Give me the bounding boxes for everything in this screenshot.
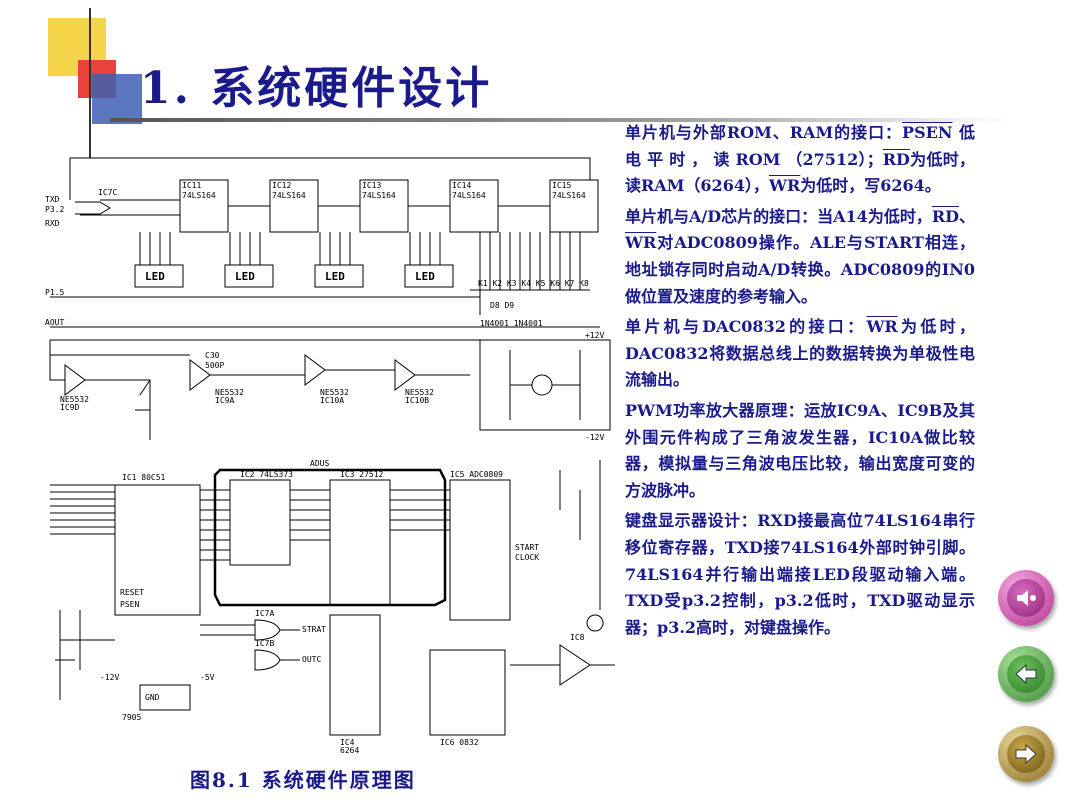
svg-text:IC2 74LS373: IC2 74LS373 (240, 470, 293, 479)
svg-text:RXD: RXD (45, 219, 60, 228)
paragraph-text: 单片机与A/D芯片的接口：当A14为低时， (625, 206, 932, 226)
svg-text:74LS164: 74LS164 (452, 191, 486, 200)
svg-text:LED: LED (235, 270, 255, 283)
svg-text:IC8: IC8 (570, 633, 585, 642)
svg-text:IC14: IC14 (452, 181, 471, 190)
hardware-schematic: IC7C IC11 IC12 IC13 IC14 IC15 74LS164 74LS164… (45, 157, 615, 755)
svg-text:-12V: -12V (100, 673, 119, 682)
description-paragraph: PWM功率放大器原理：运放IC9A、IC9B及其外围元件构成了三角波发生器，IC… (625, 398, 975, 504)
svg-text:IC7C: IC7C (98, 188, 117, 197)
svg-text:OUTC: OUTC (302, 655, 321, 664)
svg-text:STRAT: STRAT (302, 625, 326, 634)
svg-text:GND: GND (145, 693, 160, 702)
svg-text:74LS164: 74LS164 (362, 191, 396, 200)
slide-title: 1. 系统硬件设计 (140, 63, 493, 114)
svg-text:P3.2: P3.2 (45, 205, 64, 214)
svg-text:TXD: TXD (45, 195, 60, 204)
overlined-signal: PSEN (902, 123, 953, 142)
sound-button[interactable] (998, 570, 1054, 626)
paragraph-text: 为低时，写6264。 (800, 176, 941, 196)
paragraph-text: PWM功率放大器原理：运放IC9A、IC9B及其外围元件构成了三角波发生器，IC… (625, 400, 975, 500)
svg-text:74LS164: 74LS164 (182, 191, 216, 200)
svg-text:NE5532: NE5532 (405, 388, 434, 397)
svg-text:IC3 27512: IC3 27512 (340, 470, 384, 479)
description-paragraph: 单片机与A/D芯片的接口：当A14为低时，RD、 WR对ADC0809操作。ALE… (625, 204, 975, 310)
svg-text:C30: C30 (205, 351, 220, 360)
overlined-signal: RD (931, 206, 959, 226)
description-panel: 单片机与外部ROM、RAM的接口：PSEN 低 电 平 时 ， 读 ROM （2… (625, 120, 975, 645)
description-paragraph: 单片机与外部ROM、RAM的接口：PSEN 低 电 平 时 ， 读 ROM （2… (625, 120, 975, 200)
svg-text:500P: 500P (205, 361, 224, 370)
svg-text:AOUT: AOUT (45, 318, 64, 327)
svg-text:IC4: IC4 (340, 738, 355, 747)
svg-text:IC10B: IC10B (405, 396, 429, 405)
svg-text:IC5 ADC0809: IC5 ADC0809 (450, 470, 503, 479)
svg-text:IC13: IC13 (362, 181, 381, 190)
svg-text:IC7A: IC7A (255, 609, 274, 618)
svg-text:IC10A: IC10A (320, 396, 344, 405)
svg-text:NE5532: NE5532 (215, 388, 244, 397)
svg-text:START: START (515, 543, 539, 552)
svg-text:RESET: RESET (120, 588, 144, 597)
svg-text:-12V: -12V (585, 433, 604, 442)
paragraph-text: 键盘显示器设计：RXD接最高位74LS164串行移位寄存器，TXD接74LS16… (625, 511, 975, 637)
svg-text:1N4001 1N4001: 1N4001 1N4001 (480, 319, 543, 328)
svg-text:IC12: IC12 (272, 181, 291, 190)
svg-text:NE5532: NE5532 (320, 388, 349, 397)
svg-text:6264: 6264 (340, 746, 359, 755)
svg-text:IC9A: IC9A (215, 396, 234, 405)
svg-text:P1.5: P1.5 (45, 288, 64, 297)
svg-text:NE5532: NE5532 (60, 395, 89, 404)
title-underline (110, 118, 1010, 122)
figure-caption: 图8.1 系统硬件原理图 (190, 768, 416, 792)
description-paragraph: 键盘显示器设计：RXD接最高位74LS164串行移位寄存器，TXD接74LS16… (625, 508, 975, 641)
arrow-right-icon (1007, 735, 1045, 773)
svg-text:D8 D9: D8 D9 (490, 301, 514, 310)
paragraph-text: 单片机与外部ROM、RAM的接口： (625, 123, 903, 142)
sound-icon (1007, 579, 1045, 617)
svg-text:LED: LED (145, 270, 165, 283)
paragraph-text: 、 (959, 206, 976, 226)
svg-text:IC11: IC11 (182, 181, 201, 190)
svg-text:PSEN: PSEN (120, 600, 139, 609)
paragraph-text: 为低时，DAC0832将数据总线上的数据转换为单极性电流输出。 (625, 317, 975, 390)
svg-text:74LS164: 74LS164 (272, 191, 306, 200)
paragraph-text: 低 电 平 时 ， 读 ROM （27512）； (625, 123, 975, 169)
svg-text:IC15: IC15 (552, 181, 571, 190)
svg-text:LED: LED (325, 270, 345, 283)
svg-text:IC7B: IC7B (255, 639, 274, 648)
svg-text:+12V: +12V (585, 331, 604, 340)
svg-text:IC1 80C51: IC1 80C51 (122, 473, 166, 482)
paragraph-text: 对ADC0809操作。ALE与START相连，地址锁存同时启动A/D转换。ADC… (625, 233, 975, 306)
description-paragraph: 单片机与DAC0832的接口：WR为低时，DAC0832将数据总线上的数据转换为… (625, 314, 975, 394)
svg-text:7905: 7905 (122, 713, 141, 722)
svg-text:CLOCK: CLOCK (515, 553, 539, 562)
overlined-signal: WR (768, 176, 801, 196)
previous-slide-button[interactable] (998, 646, 1054, 702)
decor-blue-square (92, 74, 142, 124)
svg-text:IC9D: IC9D (60, 403, 79, 412)
svg-text:ADUS: ADUS (310, 459, 329, 468)
overlined-signal: WR (866, 317, 898, 337)
svg-text:LED: LED (415, 270, 435, 283)
svg-text:IC6 0832: IC6 0832 (440, 738, 479, 747)
svg-text:-5V: -5V (200, 673, 215, 682)
paragraph-text: 单片机与DAC0832的接口： (625, 317, 867, 337)
overlined-signal: RD (882, 149, 910, 169)
arrow-left-icon (1007, 655, 1045, 693)
svg-text:K1 K2 K3 K4 K5 K6 K7 K8: K1 K2 K3 K4 K5 K6 K7 K8 (478, 279, 589, 288)
next-slide-button[interactable] (998, 726, 1054, 782)
overlined-signal: WR (625, 233, 657, 253)
svg-text:74LS164: 74LS164 (552, 191, 586, 200)
decor-vertical-line (89, 8, 91, 158)
paragraph-text: 为低时，读RAM（6264）， (625, 149, 975, 196)
